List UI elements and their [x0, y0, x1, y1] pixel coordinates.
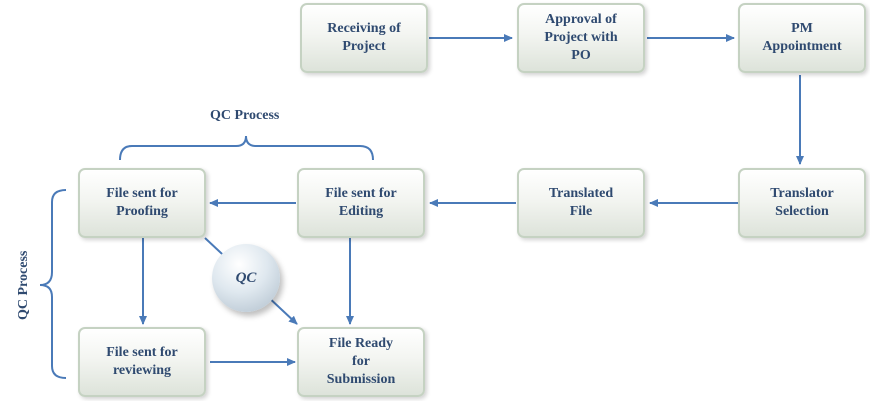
node-translated-file: Translated File: [517, 168, 645, 238]
node-label: File sent for reviewing: [106, 345, 178, 378]
node-file-sent-for-proofing: File sent for Proofing: [78, 168, 206, 238]
node-file-sent-for-reviewing: File sent for reviewing: [78, 327, 206, 397]
qc-bracket-top: [119, 135, 374, 161]
node-file-ready-for-submission: File Ready for Submission: [297, 327, 425, 397]
node-label: File Ready for Submission: [326, 336, 396, 387]
node-translator-selection: Translator Selection: [738, 168, 866, 238]
node-label: PM Appointment: [762, 21, 842, 54]
node-label: File sent for Editing: [325, 186, 397, 219]
node-label: Translator Selection: [770, 186, 834, 219]
node-label: Approval of Project with PO: [544, 12, 618, 63]
node-receiving-of-project: Receiving of Project: [300, 3, 428, 73]
qc-badge-label: QC: [235, 269, 257, 286]
node-label: Translated File: [548, 186, 614, 219]
node-pm-appointment: PM Appointment: [738, 3, 866, 73]
qc-process-left-label: QC Process: [16, 250, 31, 320]
qc-badge: QC: [212, 244, 280, 312]
node-label: Receiving of Project: [327, 21, 401, 54]
qc-process-top-label: QC Process: [210, 108, 280, 123]
node-approval-of-project: Approval of Project with PO: [517, 3, 645, 73]
node-file-sent-for-editing: File sent for Editing: [297, 168, 425, 238]
node-label: File sent for Proofing: [106, 186, 178, 219]
qc-bracket-left: [39, 189, 67, 379]
